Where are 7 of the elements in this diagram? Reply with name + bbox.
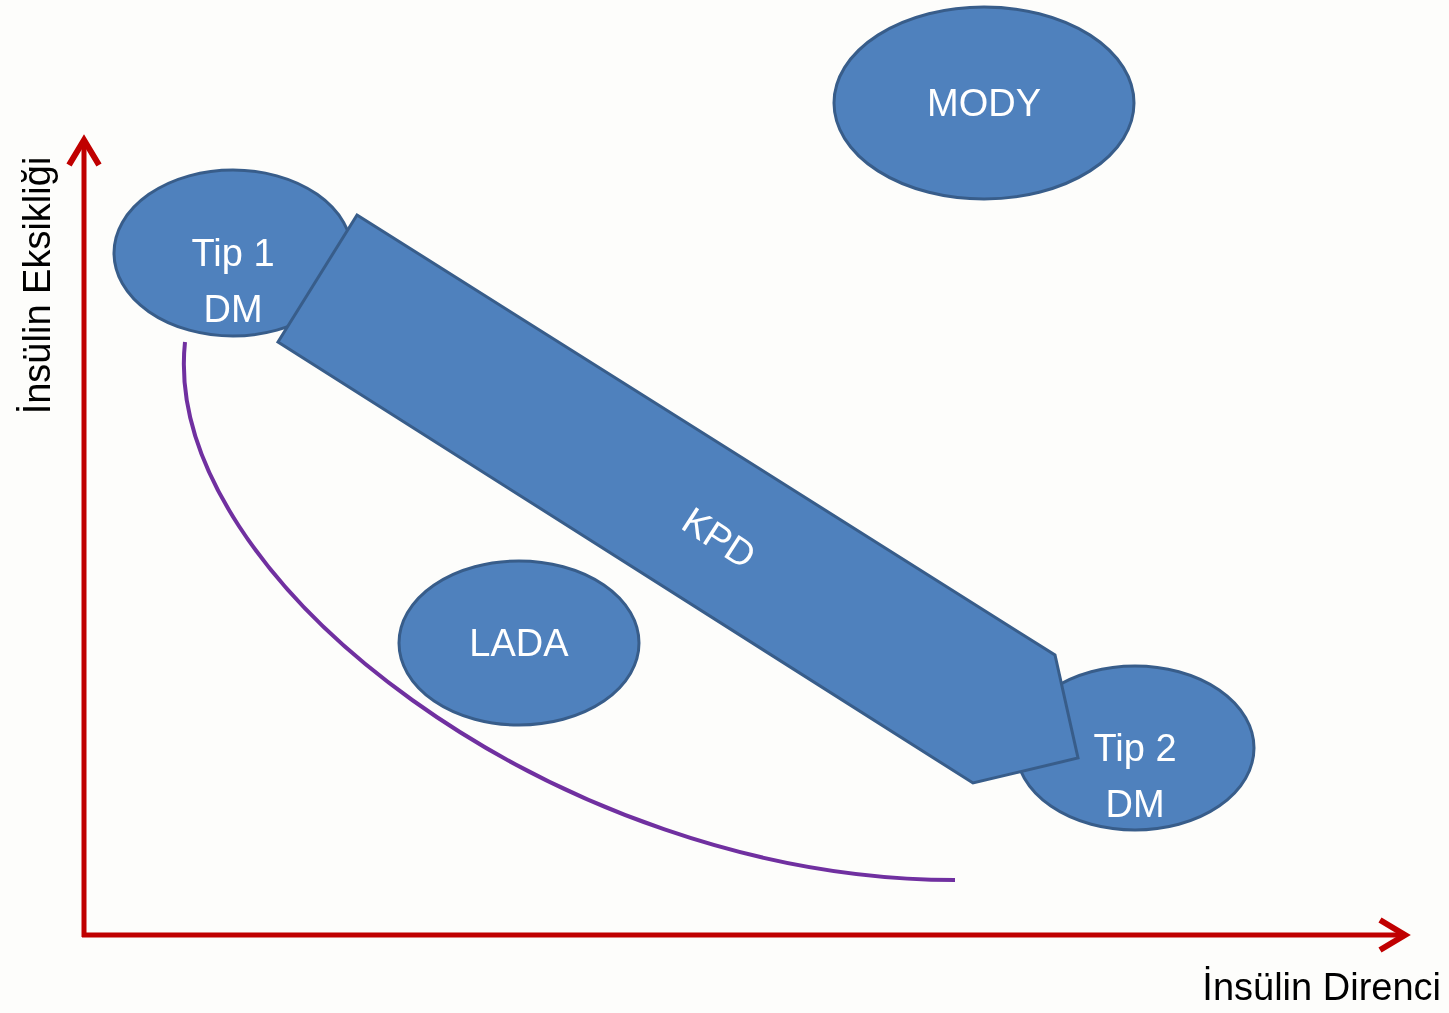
node-label: Tip 1 DM (190, 231, 276, 332)
axis-title: İnsülin Eksikliği (16, 156, 60, 414)
node-label: LADA (468, 621, 570, 666)
axis-title: İnsülin Direnci (1202, 966, 1441, 1009)
node-label: Tip 2 DM (1092, 726, 1178, 827)
node-label: KPD (673, 498, 765, 579)
node-label: MODY (926, 81, 1042, 126)
